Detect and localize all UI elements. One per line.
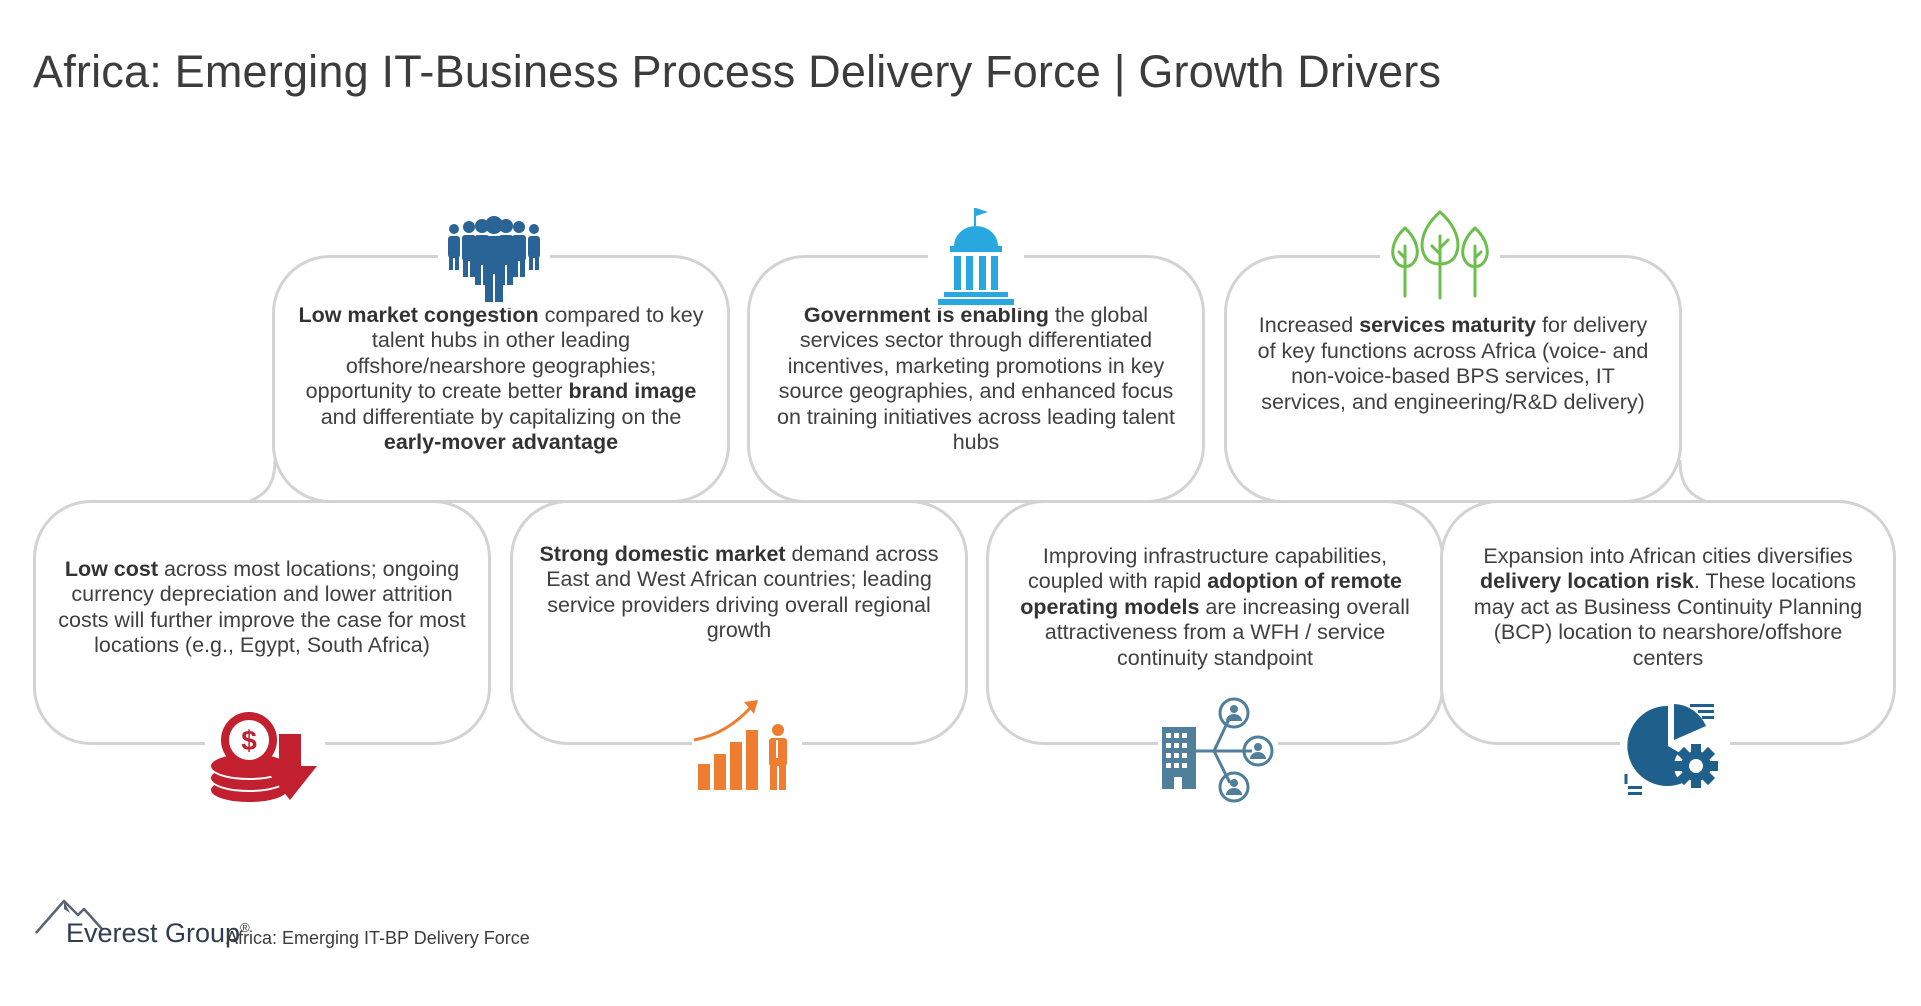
everest-logo-icon	[35, 899, 103, 934]
page-title: Africa: Emerging IT-Business Process Del…	[33, 46, 1442, 97]
card-text-bold: Low cost	[64, 556, 158, 581]
card-text-run: Increased	[1258, 313, 1360, 337]
card-text-run: the global services sector through diffe…	[777, 302, 1175, 455]
card-text: Low market congestion compared to key ta…	[275, 303, 727, 456]
card-text-run: Improving infrastructure capabilities, c…	[1028, 543, 1388, 594]
card-text: Strong domestic market demand across Eas…	[513, 542, 965, 644]
card-text-run: . These locations may act as Business Co…	[1473, 569, 1863, 670]
card-low-cost: Low cost across most locations; ongoing …	[33, 500, 491, 745]
card-text: Expansion into African cities diversifie…	[1443, 544, 1893, 672]
brand-name: Everest Group®	[66, 918, 250, 948]
people-group-icon	[438, 212, 550, 308]
trees-icon	[1380, 206, 1500, 302]
pie-gear-icon	[1620, 700, 1730, 800]
card-text-bold: delivery location risk	[1479, 569, 1694, 594]
footer-caption: Africa: Emerging IT-BP Delivery Force	[226, 928, 530, 948]
card-text-bold: adoption of remote operating models	[1020, 569, 1402, 619]
card-text-bold: services maturity	[1359, 313, 1537, 337]
card-text: Improving infrastructure capabilities, c…	[989, 544, 1441, 672]
card-text-bold: brand image	[568, 379, 697, 403]
card-text-run: are increasing overall attractiveness fr…	[1044, 594, 1410, 670]
card-text: Low cost across most locations; ongoing …	[36, 557, 488, 659]
government-building-icon	[928, 206, 1024, 308]
svg-text:$: $	[241, 725, 257, 756]
card-text: Increased services maturity for delivery…	[1227, 313, 1679, 415]
card-text-run: Expansion into African cities diversifie…	[1483, 543, 1853, 568]
growth-chart-person-icon	[692, 696, 802, 796]
card-text-run: for delivery of key functions across Afr…	[1257, 313, 1649, 414]
card-text-run: across most locations; ongoing currency …	[58, 556, 466, 658]
card-text-run: compared to key talent hubs in other lea…	[305, 302, 704, 404]
card-text-bold: early-mover advantage	[383, 430, 619, 454]
card-text-run: demand across East and West African coun…	[546, 541, 939, 643]
coins-down-icon: $	[205, 708, 325, 806]
card-text-run: and differentiate by capitalizing on the	[320, 404, 682, 429]
card-text: Government is enabling the global servic…	[750, 303, 1202, 456]
building-network-icon	[1158, 695, 1278, 805]
card-text-bold: Strong domestic market	[539, 541, 786, 566]
